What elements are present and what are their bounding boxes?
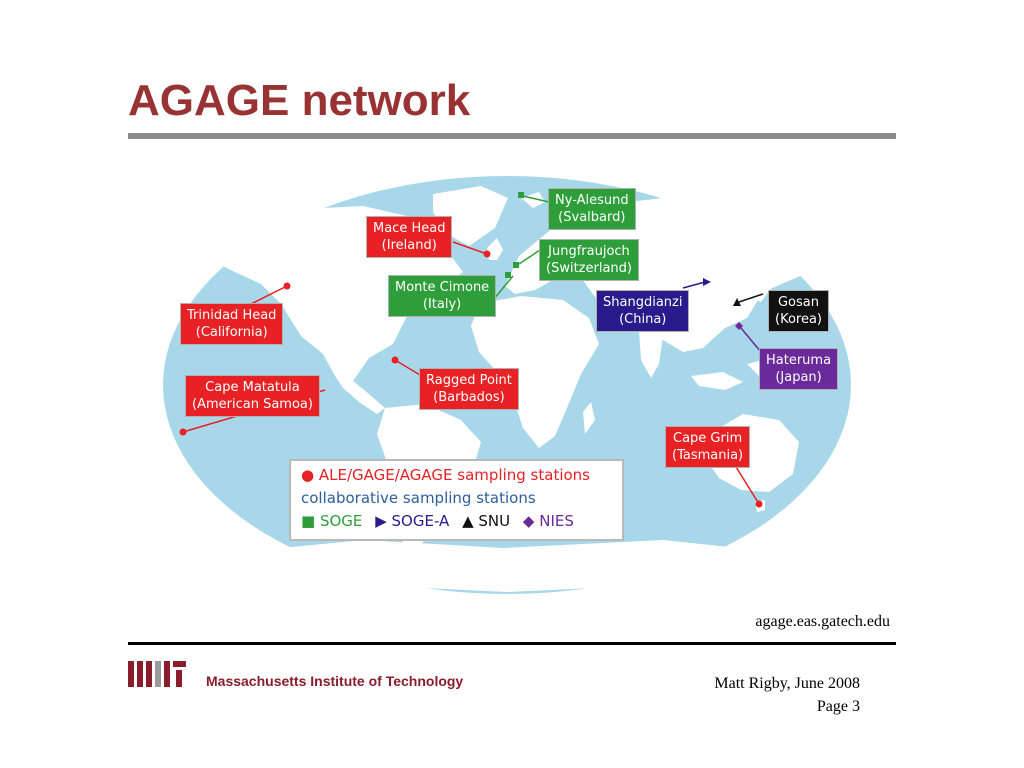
legend-collaborative: collaborative sampling stations (301, 489, 536, 507)
triangle-up-icon (733, 298, 741, 306)
footer-author-page: Matt Rigby, June 2008 Page 3 (714, 672, 860, 718)
station-label-cape-grim: Cape Grim(Tasmania) (665, 426, 751, 468)
station-label-cape-matatula: Cape Matatula(American Samoa) (185, 375, 320, 417)
page-number: Page 3 (816, 698, 860, 715)
station-label-jungfraujoch: Jungfraujoch(Switzerland) (539, 239, 639, 281)
red-circle-icon (179, 428, 187, 436)
institution-name: Massachusetts Institute of Technology (206, 673, 464, 689)
title-divider (128, 133, 896, 139)
green-square-icon (518, 192, 524, 198)
diamond-icon: ◆ (522, 512, 535, 530)
triangle-right-icon (703, 278, 711, 286)
source-credit: agage.eas.gatech.edu (755, 613, 890, 630)
legend-primary: ● ALE/GAGE/AGAGE sampling stations (301, 466, 590, 484)
station-label-trinidad-head: Trinidad Head(California) (180, 303, 284, 345)
station-label-hateruma: Hateruma(Japan) (759, 348, 839, 390)
red-circle-icon (483, 250, 491, 258)
station-label-ragged-point: Ragged Point(Barbados) (419, 368, 519, 410)
station-label-ny-alesund: Ny-Alesund(Svalbard) (548, 188, 636, 230)
green-square-icon (513, 262, 519, 268)
mit-logo-icon (128, 661, 186, 687)
footer-divider (128, 642, 896, 645)
green-square-icon: ■ (301, 512, 316, 530)
red-circle-icon (391, 356, 399, 364)
world-map: Ny-Alesund(Svalbard) Mace Head(Ireland) … (163, 176, 851, 594)
red-circle-icon: ● (301, 466, 315, 484)
author-date: Matt Rigby, June 2008 (714, 675, 860, 692)
legend-networks: ■ SOGE ▶ SOGE-A ▲ SNU ◆ NIES (301, 512, 574, 530)
triangle-right-icon: ▶ (375, 512, 387, 530)
station-label-mace-head: Mace Head(Ireland) (366, 216, 453, 258)
red-circle-icon (755, 500, 763, 508)
green-square-icon (505, 272, 511, 278)
diamond-icon (735, 322, 743, 330)
station-label-monte-cimone: Monte Cimone(Italy) (388, 275, 497, 317)
triangle-up-icon: ▲ (462, 512, 474, 530)
station-label-gosan: Gosan(Korea) (768, 290, 829, 332)
station-label-shangdianzi: Shangdianzi(China) (596, 290, 690, 332)
red-circle-icon (283, 282, 291, 290)
slide-title: AGAGE network (128, 76, 471, 125)
map-legend: ● ALE/GAGE/AGAGE sampling stations colla… (289, 459, 624, 541)
